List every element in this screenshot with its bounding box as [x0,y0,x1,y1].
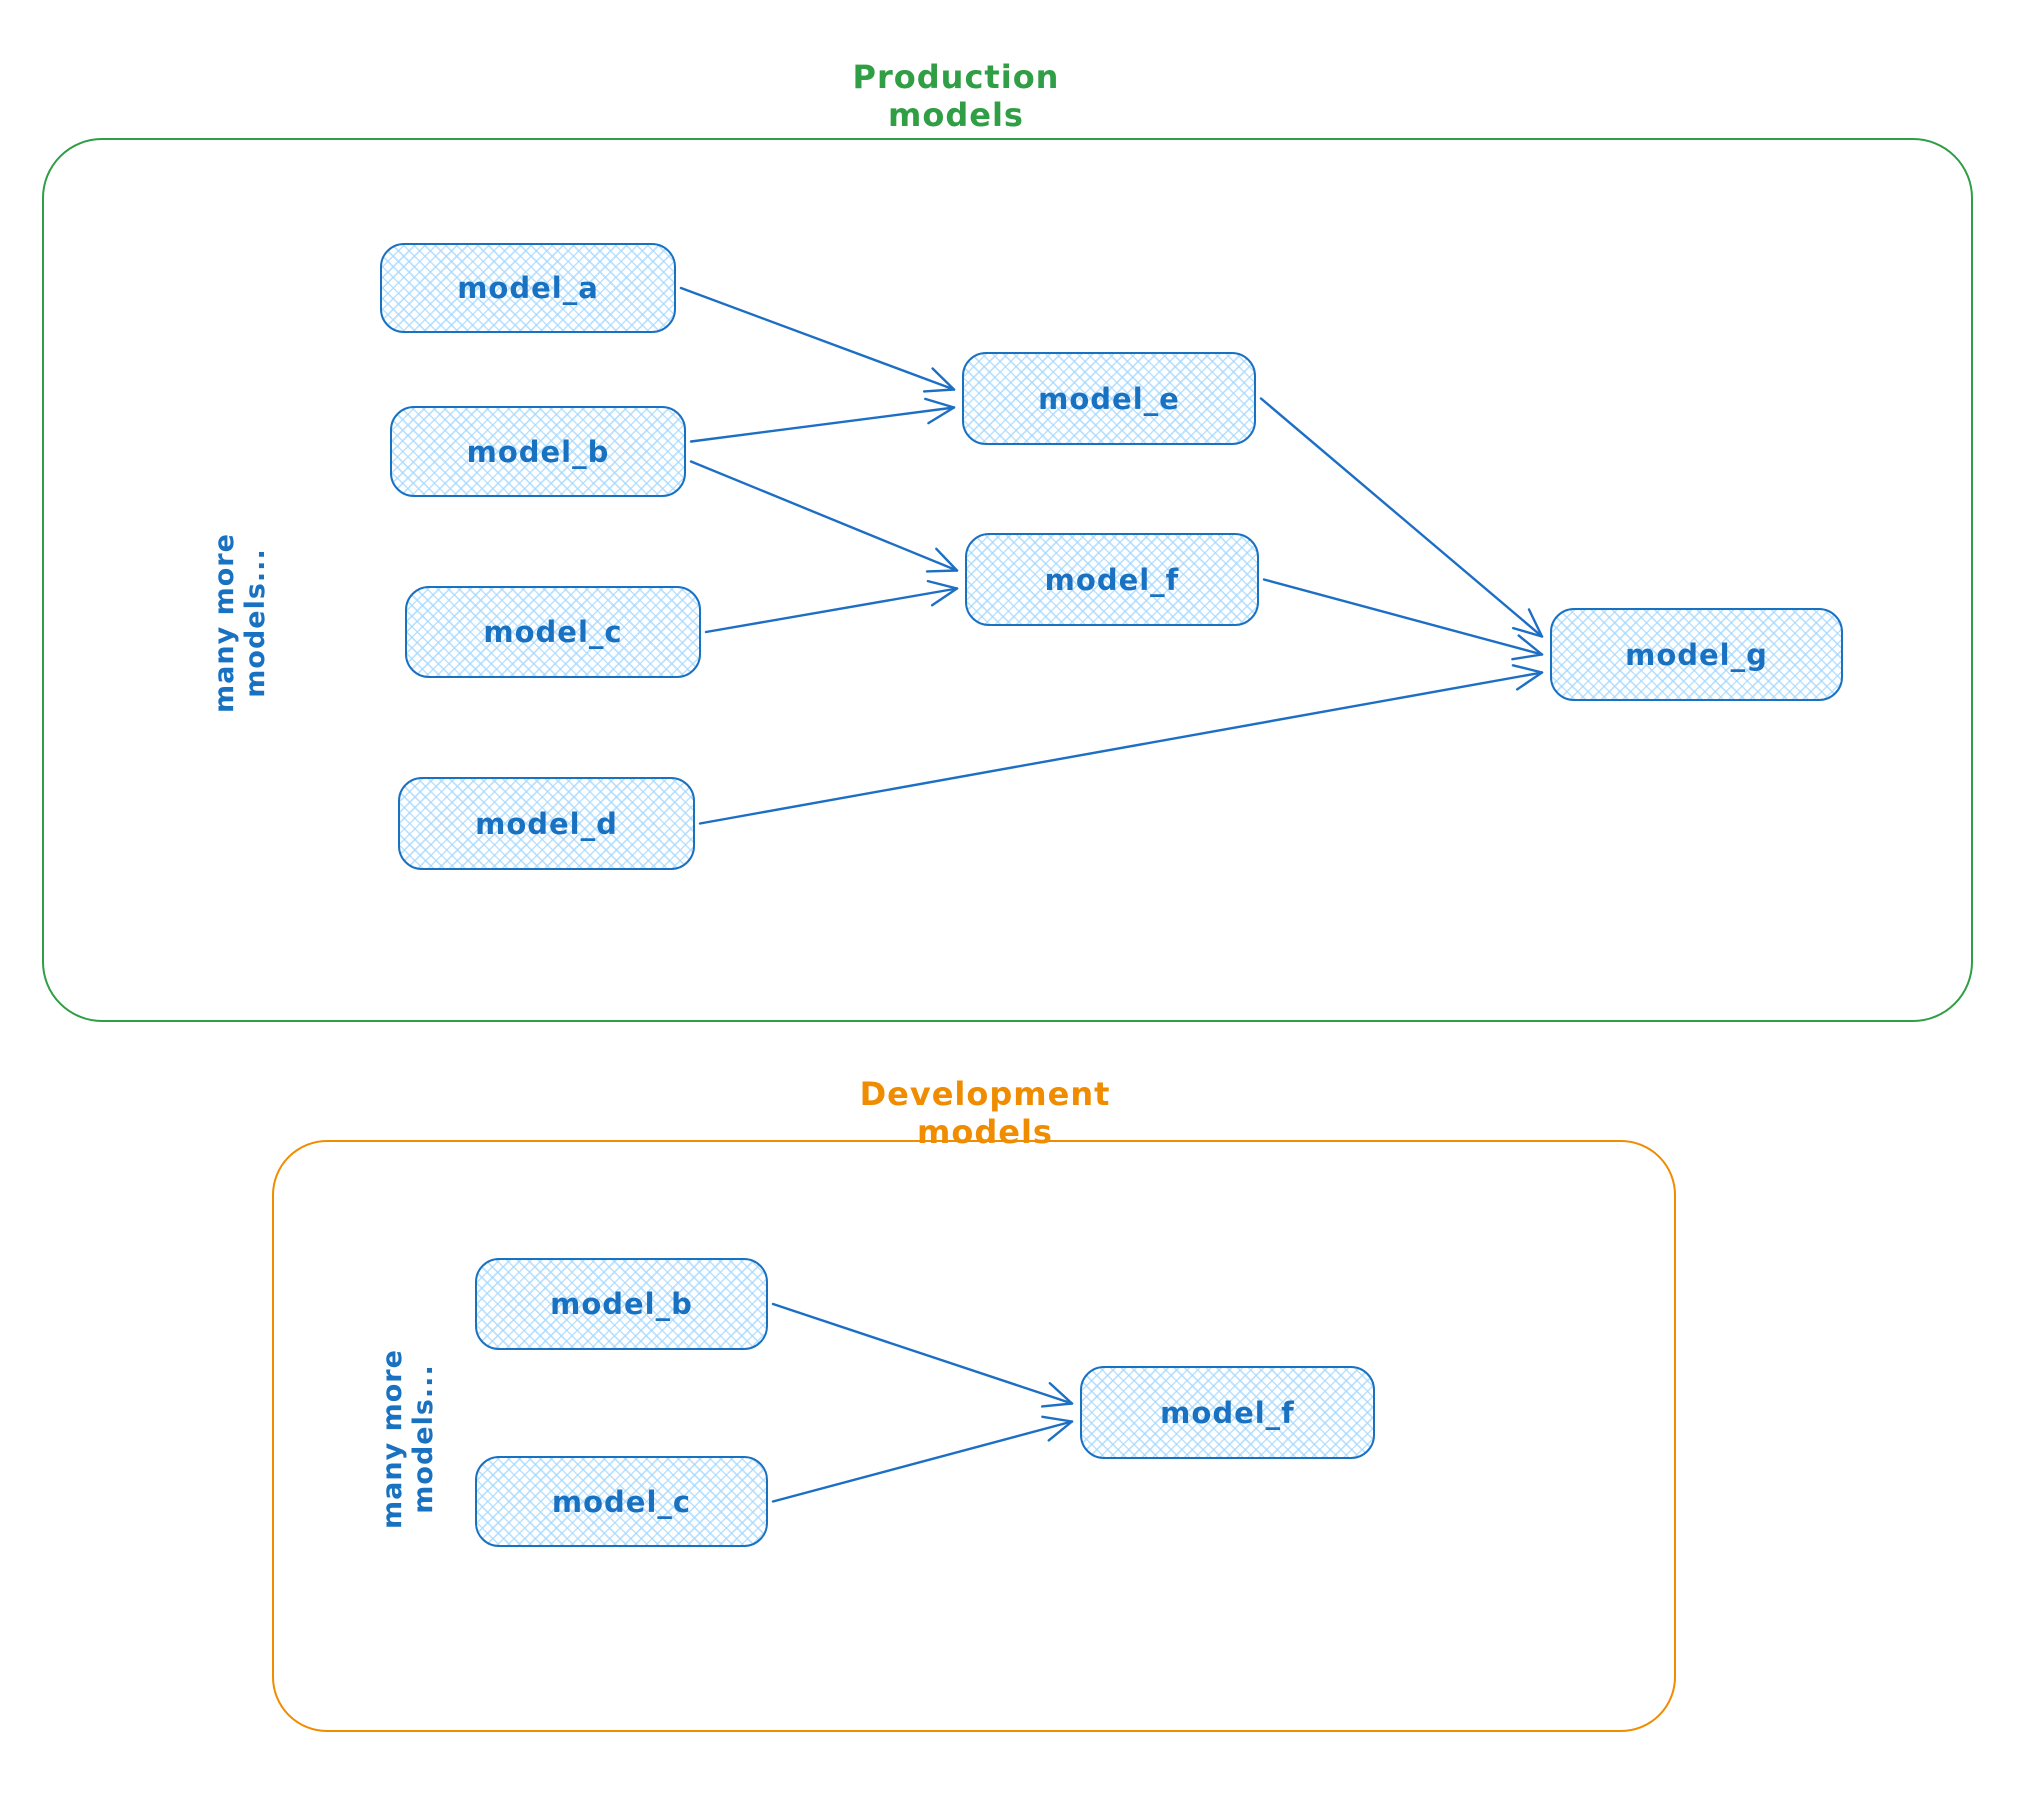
node-label: model_d [475,806,618,841]
development-node-model_f[interactable]: model_f [1080,1366,1375,1459]
node-label: model_b [550,1287,693,1321]
production-node-model_d[interactable]: model_d [398,777,695,870]
production-node-model_f[interactable]: model_f [965,533,1259,626]
node-label: model_c [551,1484,692,1519]
node-label: model_e [1038,381,1180,416]
production-node-model_g[interactable]: model_g [1550,608,1843,701]
node-label: model_g [1625,637,1768,672]
node-label: model_b [466,434,610,469]
development-side-label: many more models... [377,1349,439,1529]
development-node-model_b[interactable]: model_b [475,1258,768,1350]
node-label: model_c [483,615,623,649]
development-title: Development models [859,1075,1111,1151]
production-frame[interactable] [42,138,1973,1022]
node-label: model_a [457,271,599,305]
production-node-model_b[interactable]: model_b [390,406,686,497]
node-label: model_f [1160,1395,1295,1430]
development-node-model_c[interactable]: model_c [475,1456,768,1547]
production-node-model_e[interactable]: model_e [962,352,1256,445]
production-side-label: many more models... [209,533,271,713]
production-node-model_a[interactable]: model_a [380,243,676,333]
production-node-model_c[interactable]: model_c [405,586,701,678]
production-title: Production models [852,58,1060,134]
development-frame[interactable] [272,1140,1676,1732]
node-label: model_f [1044,562,1180,597]
